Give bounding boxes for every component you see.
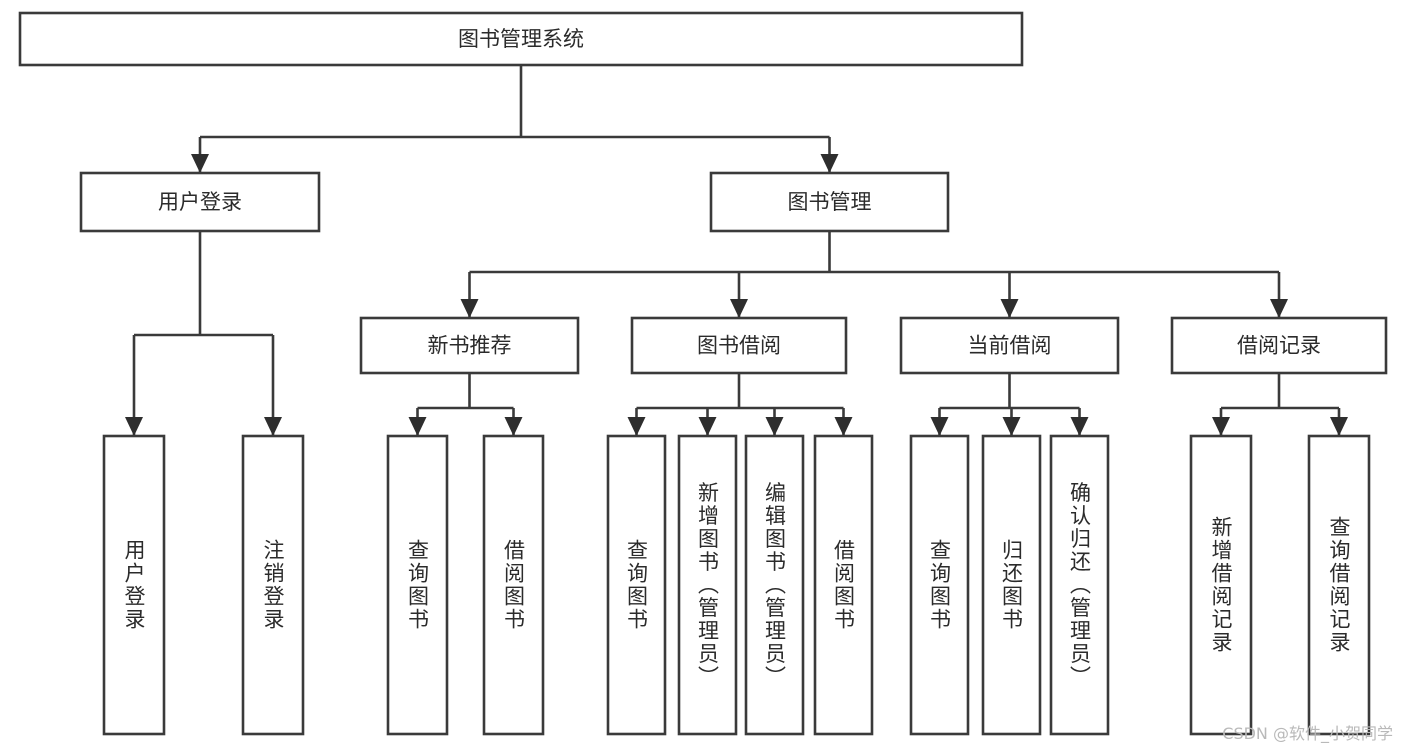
node-box-record[interactable]	[1170, 316, 1388, 375]
node-leaf-13[interactable]: 查询借阅记录	[1307, 434, 1371, 736]
arrow-head-icon	[1070, 417, 1089, 436]
arrow-head-icon	[1330, 417, 1348, 436]
arrow-head-icon	[765, 417, 784, 436]
arrow-head-icon	[1002, 417, 1021, 436]
node-box-login[interactable]	[79, 171, 321, 233]
node-leaf-11[interactable]: 确认归还（管理员）	[1049, 434, 1110, 736]
node-leaf-12[interactable]: 新增借阅记录	[1189, 434, 1253, 736]
node-bookmgmt[interactable]: 图书管理	[709, 171, 950, 233]
node-label-leaf-12: 新增借阅记录	[1209, 516, 1233, 654]
arrow-head-icon	[460, 299, 479, 318]
node-box-leaf-4[interactable]	[482, 434, 545, 736]
node-leaf-2[interactable]: 注销登录	[241, 434, 305, 736]
node-box-current[interactable]	[899, 316, 1120, 375]
node-label-borrow: 图书借阅	[697, 334, 781, 358]
node-leaf-5[interactable]: 查询图书	[606, 434, 667, 736]
node-label-leaf-4: 借阅图书	[502, 539, 526, 631]
node-box-newbook[interactable]	[359, 316, 580, 375]
node-label-leaf-8: 借阅图书	[832, 539, 856, 631]
arrow-head-icon	[1212, 417, 1230, 436]
node-label-leaf-11: 确认归还（管理员）	[1068, 482, 1092, 689]
node-box-leaf-1[interactable]	[102, 434, 166, 736]
node-leaf-6[interactable]: 新增图书（管理员）	[677, 434, 738, 736]
node-label-leaf-2: 注销登录	[261, 539, 285, 631]
node-box-leaf-7[interactable]	[744, 434, 805, 736]
arrow-head-icon	[698, 417, 717, 436]
node-record[interactable]: 借阅记录	[1170, 316, 1388, 375]
arrow-head-icon	[408, 417, 427, 436]
node-box-borrow[interactable]	[630, 316, 848, 375]
node-box-leaf-6[interactable]	[677, 434, 738, 736]
watermark-text: CSDN @软件_小贺同学	[1222, 724, 1393, 743]
arrow-head-icon	[504, 417, 523, 436]
arrow-head-icon	[125, 417, 143, 436]
arrow-head-icon	[1270, 299, 1288, 318]
node-layer: 图书管理系统用户登录图书管理新书推荐图书借阅当前借阅借阅记录用户登录注销登录查询…	[18, 11, 1388, 736]
arrow-head-icon	[820, 154, 839, 173]
arrow-head-icon	[1000, 299, 1019, 318]
node-leaf-8[interactable]: 借阅图书	[813, 434, 874, 736]
arrow-head-icon	[264, 417, 282, 436]
node-login[interactable]: 用户登录	[79, 171, 321, 233]
arrow-head-icon	[627, 417, 646, 436]
node-label-bookmgmt: 图书管理	[788, 190, 872, 214]
node-box-leaf-10[interactable]	[981, 434, 1042, 736]
node-box-leaf-8[interactable]	[813, 434, 874, 736]
node-box-leaf-2[interactable]	[241, 434, 305, 736]
node-box-leaf-9[interactable]	[909, 434, 970, 736]
node-label-leaf-13: 查询借阅记录	[1327, 516, 1351, 654]
node-leaf-3[interactable]: 查询图书	[386, 434, 449, 736]
node-label-leaf-6: 新增图书（管理员）	[696, 482, 720, 689]
node-box-bookmgmt[interactable]	[709, 171, 950, 233]
node-box-leaf-5[interactable]	[606, 434, 667, 736]
node-label-leaf-3: 查询图书	[406, 539, 430, 631]
node-box-leaf-3[interactable]	[386, 434, 449, 736]
node-current[interactable]: 当前借阅	[899, 316, 1120, 375]
node-label-record: 借阅记录	[1237, 334, 1321, 358]
node-label-current: 当前借阅	[968, 334, 1052, 358]
node-box-leaf-11[interactable]	[1049, 434, 1110, 736]
node-leaf-7[interactable]: 编辑图书（管理员）	[744, 434, 805, 736]
arrow-head-icon	[191, 154, 209, 173]
node-root[interactable]: 图书管理系统	[18, 11, 1024, 67]
node-label-leaf-10: 归还图书	[1000, 539, 1024, 631]
node-box-leaf-13[interactable]	[1307, 434, 1371, 736]
node-leaf-4[interactable]: 借阅图书	[482, 434, 545, 736]
node-label-login: 用户登录	[158, 190, 242, 214]
node-newbook[interactable]: 新书推荐	[359, 316, 580, 375]
arrow-head-icon	[930, 417, 949, 436]
node-label-leaf-7: 编辑图书（管理员）	[763, 482, 787, 689]
node-label-leaf-9: 查询图书	[928, 539, 952, 631]
node-label-leaf-1: 用户登录	[122, 539, 146, 631]
node-label-newbook: 新书推荐	[428, 334, 512, 358]
node-box-root[interactable]	[18, 11, 1024, 67]
node-leaf-10[interactable]: 归还图书	[981, 434, 1042, 736]
connector-layer	[125, 65, 1348, 436]
node-leaf-1[interactable]: 用户登录	[102, 434, 166, 736]
node-leaf-9[interactable]: 查询图书	[909, 434, 970, 736]
arrow-head-icon	[834, 417, 853, 436]
node-label-leaf-5: 查询图书	[625, 539, 649, 631]
node-box-leaf-12[interactable]	[1189, 434, 1253, 736]
arrow-head-icon	[730, 299, 748, 318]
node-label-root: 图书管理系统	[458, 27, 584, 51]
node-borrow[interactable]: 图书借阅	[630, 316, 848, 375]
